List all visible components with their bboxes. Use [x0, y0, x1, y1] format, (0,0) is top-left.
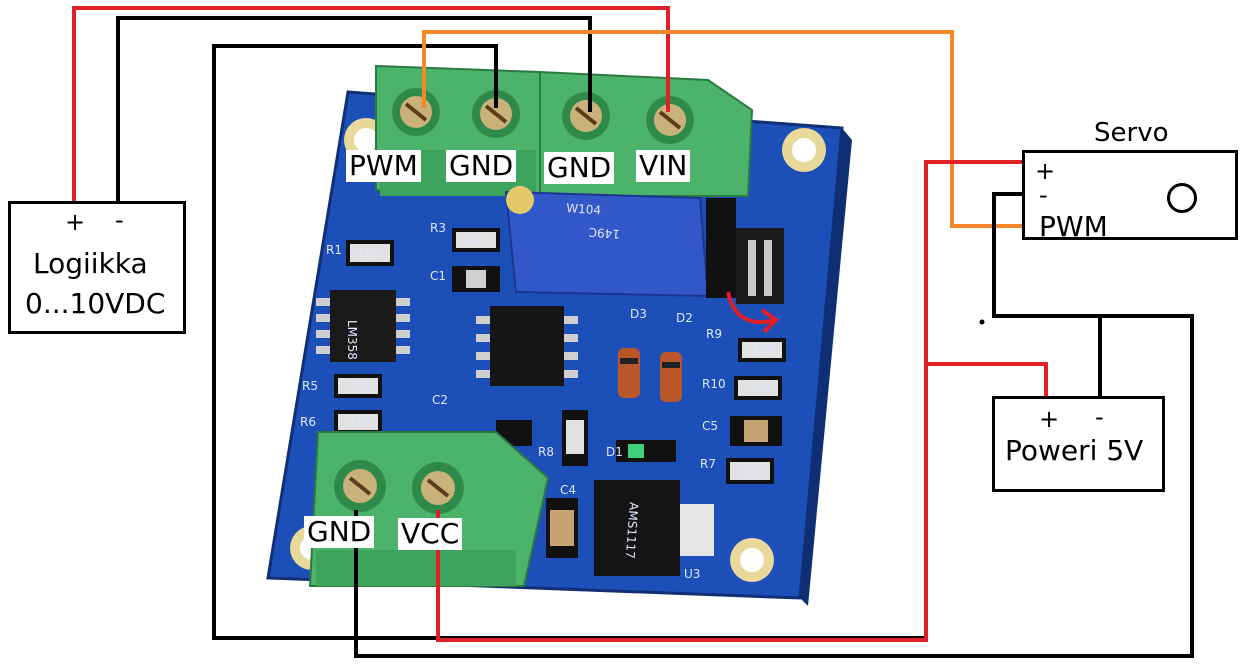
silk-u3: U3 — [684, 567, 700, 581]
ic-marking-1: LM358 — [345, 320, 359, 360]
silk-r6: R6 — [300, 415, 316, 429]
wire-junction-dot — [979, 319, 985, 325]
jumper-arrow-head — [760, 308, 780, 334]
logic-minus-label: - — [115, 206, 124, 234]
silk-d2: D2 — [676, 311, 693, 325]
servo-plus-label: + — [1035, 157, 1056, 185]
silk-d1: D1 — [606, 445, 623, 459]
power-plus-label: + — [1039, 405, 1060, 433]
silk-c5: C5 — [702, 419, 718, 433]
silk-c1: C1 — [430, 269, 446, 283]
smd-components — [334, 228, 786, 558]
pcb-edge — [800, 128, 852, 606]
res-513: 513 — [356, 247, 379, 261]
trim-potentiometer: W104 149C — [504, 186, 710, 298]
silk-r3: R3 — [430, 221, 446, 235]
wire-logic-minus-gnd — [116, 16, 592, 212]
res-102b: 102 — [748, 381, 771, 395]
wire-gnd-power-minus — [354, 192, 1194, 658]
terminal-block-bottom — [308, 431, 550, 587]
silk-r5: R5 — [302, 379, 318, 393]
mounting-hole — [730, 538, 774, 582]
timer-ic — [476, 306, 578, 386]
voltage-regulator: AMS1117 — [594, 480, 714, 576]
terminal-label-gnd-top-right: GND — [544, 152, 615, 184]
silkscreen: R1 R3 R5 R6 R7 R8 R9 R10 C1 C2 C4 C5 D1 … — [300, 221, 775, 581]
silk-r9: R9 — [706, 327, 722, 341]
terminal-label-gnd-top-left: GND — [446, 150, 517, 182]
logic-controller-box: + - Logiikka 0...10VDC — [8, 201, 186, 334]
terminal-label-pwm: PWM — [346, 150, 421, 182]
power-minus-label: - — [1095, 403, 1104, 431]
servo-minus-label: - — [1039, 181, 1048, 209]
servo-title: Servo — [1094, 118, 1169, 148]
terminal-label-vin: VIN — [636, 150, 691, 182]
logic-range: 0...10VDC — [25, 287, 166, 320]
res-472: 472 — [348, 415, 371, 429]
res-102c: 102 — [740, 465, 763, 479]
mounting-hole — [782, 128, 826, 172]
power-label: Poweri 5V — [1005, 434, 1144, 467]
servo-box: + - PWM — [1022, 150, 1238, 243]
silk-r8: R8 — [538, 445, 554, 459]
wire-pwm-servo — [422, 30, 1032, 228]
pot-marking-2: 149C — [588, 225, 620, 241]
wires — [72, 6, 1194, 658]
servo-pwm-label: PWM — [1039, 210, 1108, 243]
silk-r10: R10 — [702, 377, 726, 391]
silk-c4: C4 — [560, 483, 576, 497]
wire-vcc-power-plus — [926, 362, 1048, 396]
silk-r1: R1 — [326, 243, 342, 257]
op-amp-ic: LM358 — [316, 290, 410, 362]
wire-logic-plus-vin — [72, 6, 670, 212]
terminal-label-gnd-bottom: GND — [304, 516, 375, 548]
res-102a: 102 — [752, 343, 775, 357]
pot-marking-1: W104 — [566, 201, 602, 217]
res-103: 103 — [462, 233, 485, 247]
res-222: 222 — [348, 379, 371, 393]
jumper-header — [706, 198, 784, 304]
silk-r7: R7 — [700, 457, 716, 471]
silk-d3: D3 — [630, 307, 647, 321]
ic-marking-2: AMS1117 — [623, 502, 641, 560]
wire-vcc-servo-plus — [436, 160, 1032, 642]
terminal-label-vcc: VCC — [398, 518, 463, 550]
logic-title: Logiikka — [33, 247, 148, 280]
power-supply-box: + - Poweri 5V — [992, 396, 1165, 492]
servo-shaft-icon — [1167, 183, 1197, 213]
jumper-arrow — [726, 291, 777, 325]
logic-plus-label: + — [65, 208, 86, 236]
silk-c2: C2 — [432, 393, 448, 407]
